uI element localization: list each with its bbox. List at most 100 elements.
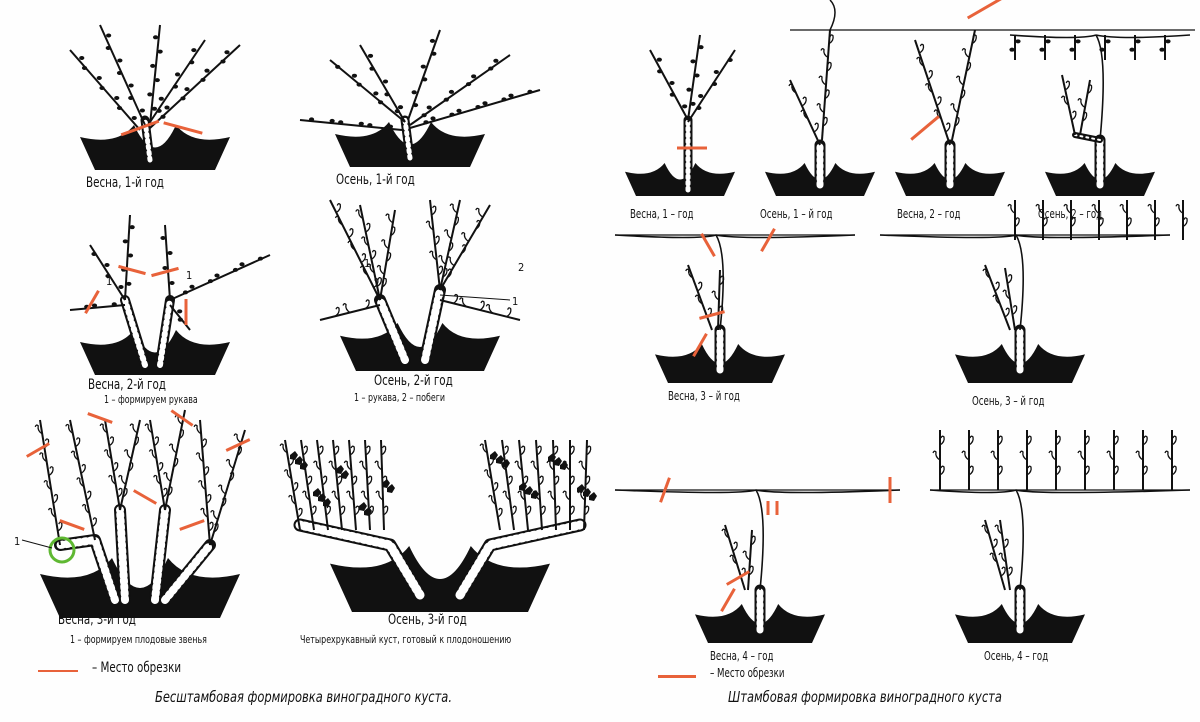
tendril-icon	[221, 497, 227, 508]
bud-icon	[91, 303, 98, 308]
tendril-icon	[1026, 465, 1032, 476]
cut-mark	[84, 289, 100, 315]
tendril-icon	[503, 445, 509, 456]
tendril-icon	[328, 460, 337, 471]
bud-icon	[308, 117, 315, 122]
bud-icon	[189, 60, 195, 65]
tendril-icon	[334, 445, 340, 456]
tendril-icon	[158, 461, 164, 472]
tendril-icon	[446, 256, 455, 267]
tendril-icon	[1087, 84, 1093, 95]
leaf-icon	[290, 451, 298, 460]
bud-icon	[351, 73, 358, 78]
bud-icon	[157, 49, 163, 54]
bud-icon	[96, 76, 102, 80]
bud-icon	[214, 273, 220, 278]
bud-icon	[488, 66, 494, 71]
tendril-icon	[479, 443, 488, 454]
tendril-icon	[924, 83, 933, 94]
trunk-texture	[157, 297, 173, 368]
tendril-icon	[442, 267, 448, 278]
tendril-icon	[493, 481, 499, 492]
bud-icon	[335, 64, 341, 69]
tendril-icon	[340, 505, 346, 516]
tendril-icon	[343, 460, 352, 471]
tendril-icon	[225, 458, 234, 469]
bud-icon	[682, 104, 688, 109]
caption-right-autumn-4: Осень, 4 – год	[984, 649, 1049, 663]
tendril-icon	[1063, 203, 1072, 214]
caption-right-spring-3: Весна, 3 – й год	[668, 389, 740, 403]
leader-line	[439, 294, 511, 301]
bud-icon	[1039, 47, 1045, 52]
leaf-icon	[336, 465, 344, 474]
tendril-icon	[520, 445, 526, 456]
trunk-texture	[1074, 134, 1101, 141]
bud-icon	[493, 58, 499, 63]
tendril-icon	[1035, 203, 1044, 214]
bud-icon	[128, 83, 134, 88]
tendril-icon	[569, 505, 575, 516]
bud-icon	[1045, 39, 1051, 44]
bud-icon	[160, 236, 166, 240]
tendril-icon	[288, 494, 297, 505]
tendril-icon	[368, 505, 374, 516]
bud-icon	[116, 71, 123, 75]
tendril-icon	[1164, 450, 1173, 461]
tendril-icon	[425, 220, 434, 231]
tendril-icon	[311, 505, 317, 516]
leaf-icon	[554, 457, 562, 466]
note-left-autumn-3: Четырехрукавный куст, готовый к плодонош…	[300, 633, 512, 646]
tendril-icon	[128, 461, 134, 472]
note-left-autumn-2: 1 – рукава, 2 – побеги	[354, 391, 446, 404]
tendril-icon	[1106, 450, 1115, 461]
title-left: Бесштамбовая формировка виноградного кус…	[155, 688, 452, 706]
tendril-icon	[43, 480, 52, 491]
tendril-icon	[99, 423, 108, 434]
bud-icon	[696, 106, 702, 110]
tendril-icon	[989, 552, 998, 563]
tendril-icon	[927, 69, 933, 80]
tendril-icon	[390, 226, 396, 237]
bud-icon	[690, 59, 696, 64]
ground-mound	[625, 163, 735, 196]
bud-icon	[160, 114, 166, 119]
caption-right-spring-2: Весна, 2 – год	[897, 207, 961, 221]
bud-icon	[423, 120, 429, 125]
bud-icon	[131, 116, 137, 120]
tendril-icon	[961, 48, 970, 59]
leaf-icon	[577, 484, 585, 493]
tendril-icon	[313, 460, 322, 471]
bud-icon	[657, 69, 663, 74]
tendril-icon	[721, 528, 730, 539]
tendril-icon	[208, 521, 214, 532]
bud-icon	[1129, 47, 1135, 52]
tendril-icon	[163, 471, 172, 482]
tendril-icon	[355, 209, 364, 220]
bud-icon	[177, 317, 183, 322]
vine-shoot	[724, 524, 746, 591]
tendril-icon	[302, 490, 311, 501]
ground-mound	[330, 546, 550, 612]
trunk-texture	[122, 297, 148, 368]
tendril-icon	[514, 460, 523, 471]
tendril-icon	[1003, 538, 1009, 549]
vine-shoot	[119, 419, 141, 511]
tendril-icon	[233, 433, 242, 444]
bud-icon	[1135, 39, 1141, 44]
leaf-icon	[502, 459, 510, 468]
bud-icon	[527, 89, 533, 94]
leaf-icon	[341, 470, 349, 479]
caption-left-spring-3: Весна, 3-й год	[58, 612, 136, 628]
tendril-icon	[1113, 465, 1119, 476]
tendril-icon	[994, 524, 1003, 535]
tendril-icon	[507, 475, 513, 486]
tendril-icon	[302, 445, 308, 456]
bud-icon	[127, 253, 134, 258]
bud-icon	[412, 103, 419, 108]
tendril-icon	[547, 490, 556, 501]
tendril-icon	[981, 524, 990, 535]
bud-icon	[694, 73, 700, 78]
tendril-icon	[366, 263, 375, 274]
